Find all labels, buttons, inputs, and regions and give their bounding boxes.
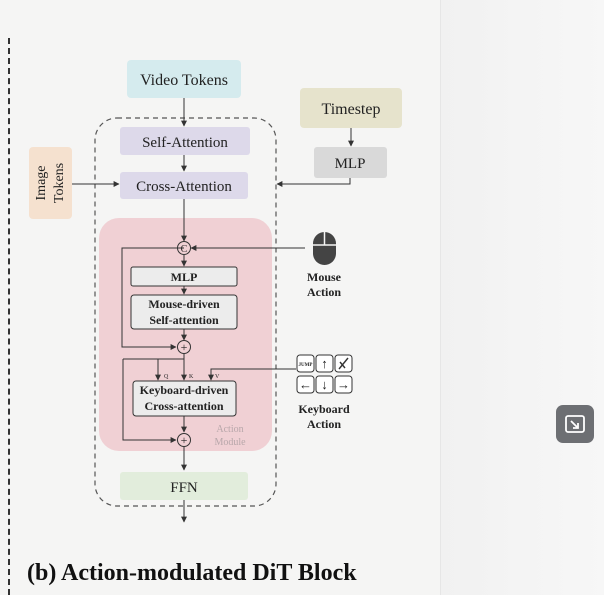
v-label: V [215,374,220,380]
action-module-label-2: Module [214,437,246,448]
residual-path-1 [121,247,184,350]
mouse-driven-label-1: Mouse-driven [148,297,220,311]
key-down-icon: ↓ [321,377,328,392]
keyboard-driven-label-1: Keyboard-driven [140,383,229,397]
keyboard-action-label-1: Keyboard [298,402,350,416]
left-dashed-divider [8,38,10,595]
ffn-box [120,472,248,500]
side-pane [440,0,604,595]
key-right-icon: → [337,377,350,392]
image-tokens-box [29,147,72,219]
image-tokens-label-1: Image [34,166,49,201]
action-module-label-1: Action [216,424,243,435]
key-up-icon: ↑ [321,356,328,371]
key-left-icon: ← [299,377,312,392]
dit-block-diagram: Video Tokens Self-Attention Cross-Attent… [29,60,402,523]
dit-block-outline [94,117,277,507]
timestep-mlp-box [314,147,387,178]
keyboard-action-label-2: Action [307,417,341,431]
timestep-label: Timestep [322,101,381,118]
self-attention-label: Self-Attention [142,135,228,151]
expand-icon [565,415,585,433]
key-jump-label: JUMP [299,363,313,368]
v-input-arrow [208,368,296,381]
mouse-action-label-2: Action [307,285,341,299]
concat-symbol: C [181,244,188,255]
add-symbol-1: + [181,340,188,354]
keyboard-driven-label-2: Cross-attention [144,399,223,413]
video-tokens-box [127,60,241,98]
action-mlp-label: MLP [171,270,198,284]
arrow-mlp-to-block [276,178,351,187]
add-node-1 [177,340,191,354]
figure-panel: Video Tokens Self-Attention Cross-Attent… [8,38,402,595]
residual-path-2 [122,359,177,443]
mouse-icon [313,232,336,265]
q-label: Q [164,374,169,380]
expand-button[interactable] [556,405,594,443]
mouse-driven-label-2: Self-attention [149,313,219,327]
add-node-2 [177,433,191,447]
video-tokens-label: Video Tokens [140,72,228,89]
ffn-label: FFN [170,480,198,496]
mouse-action-label-1: Mouse [307,270,342,284]
cross-attention-box [120,172,248,199]
image-tokens-label-2: Tokens [52,163,67,203]
key-attack-icon [338,357,349,370]
self-attention-box [120,127,250,155]
timestep-box [300,88,402,128]
timestep-mlp-label: MLP [335,156,366,172]
k-label: K [189,374,194,380]
cross-attention-label: Cross-Attention [136,179,232,195]
figure-caption: (b) Action-modulated DiT Block [27,560,357,586]
add-symbol-2: + [181,433,188,447]
